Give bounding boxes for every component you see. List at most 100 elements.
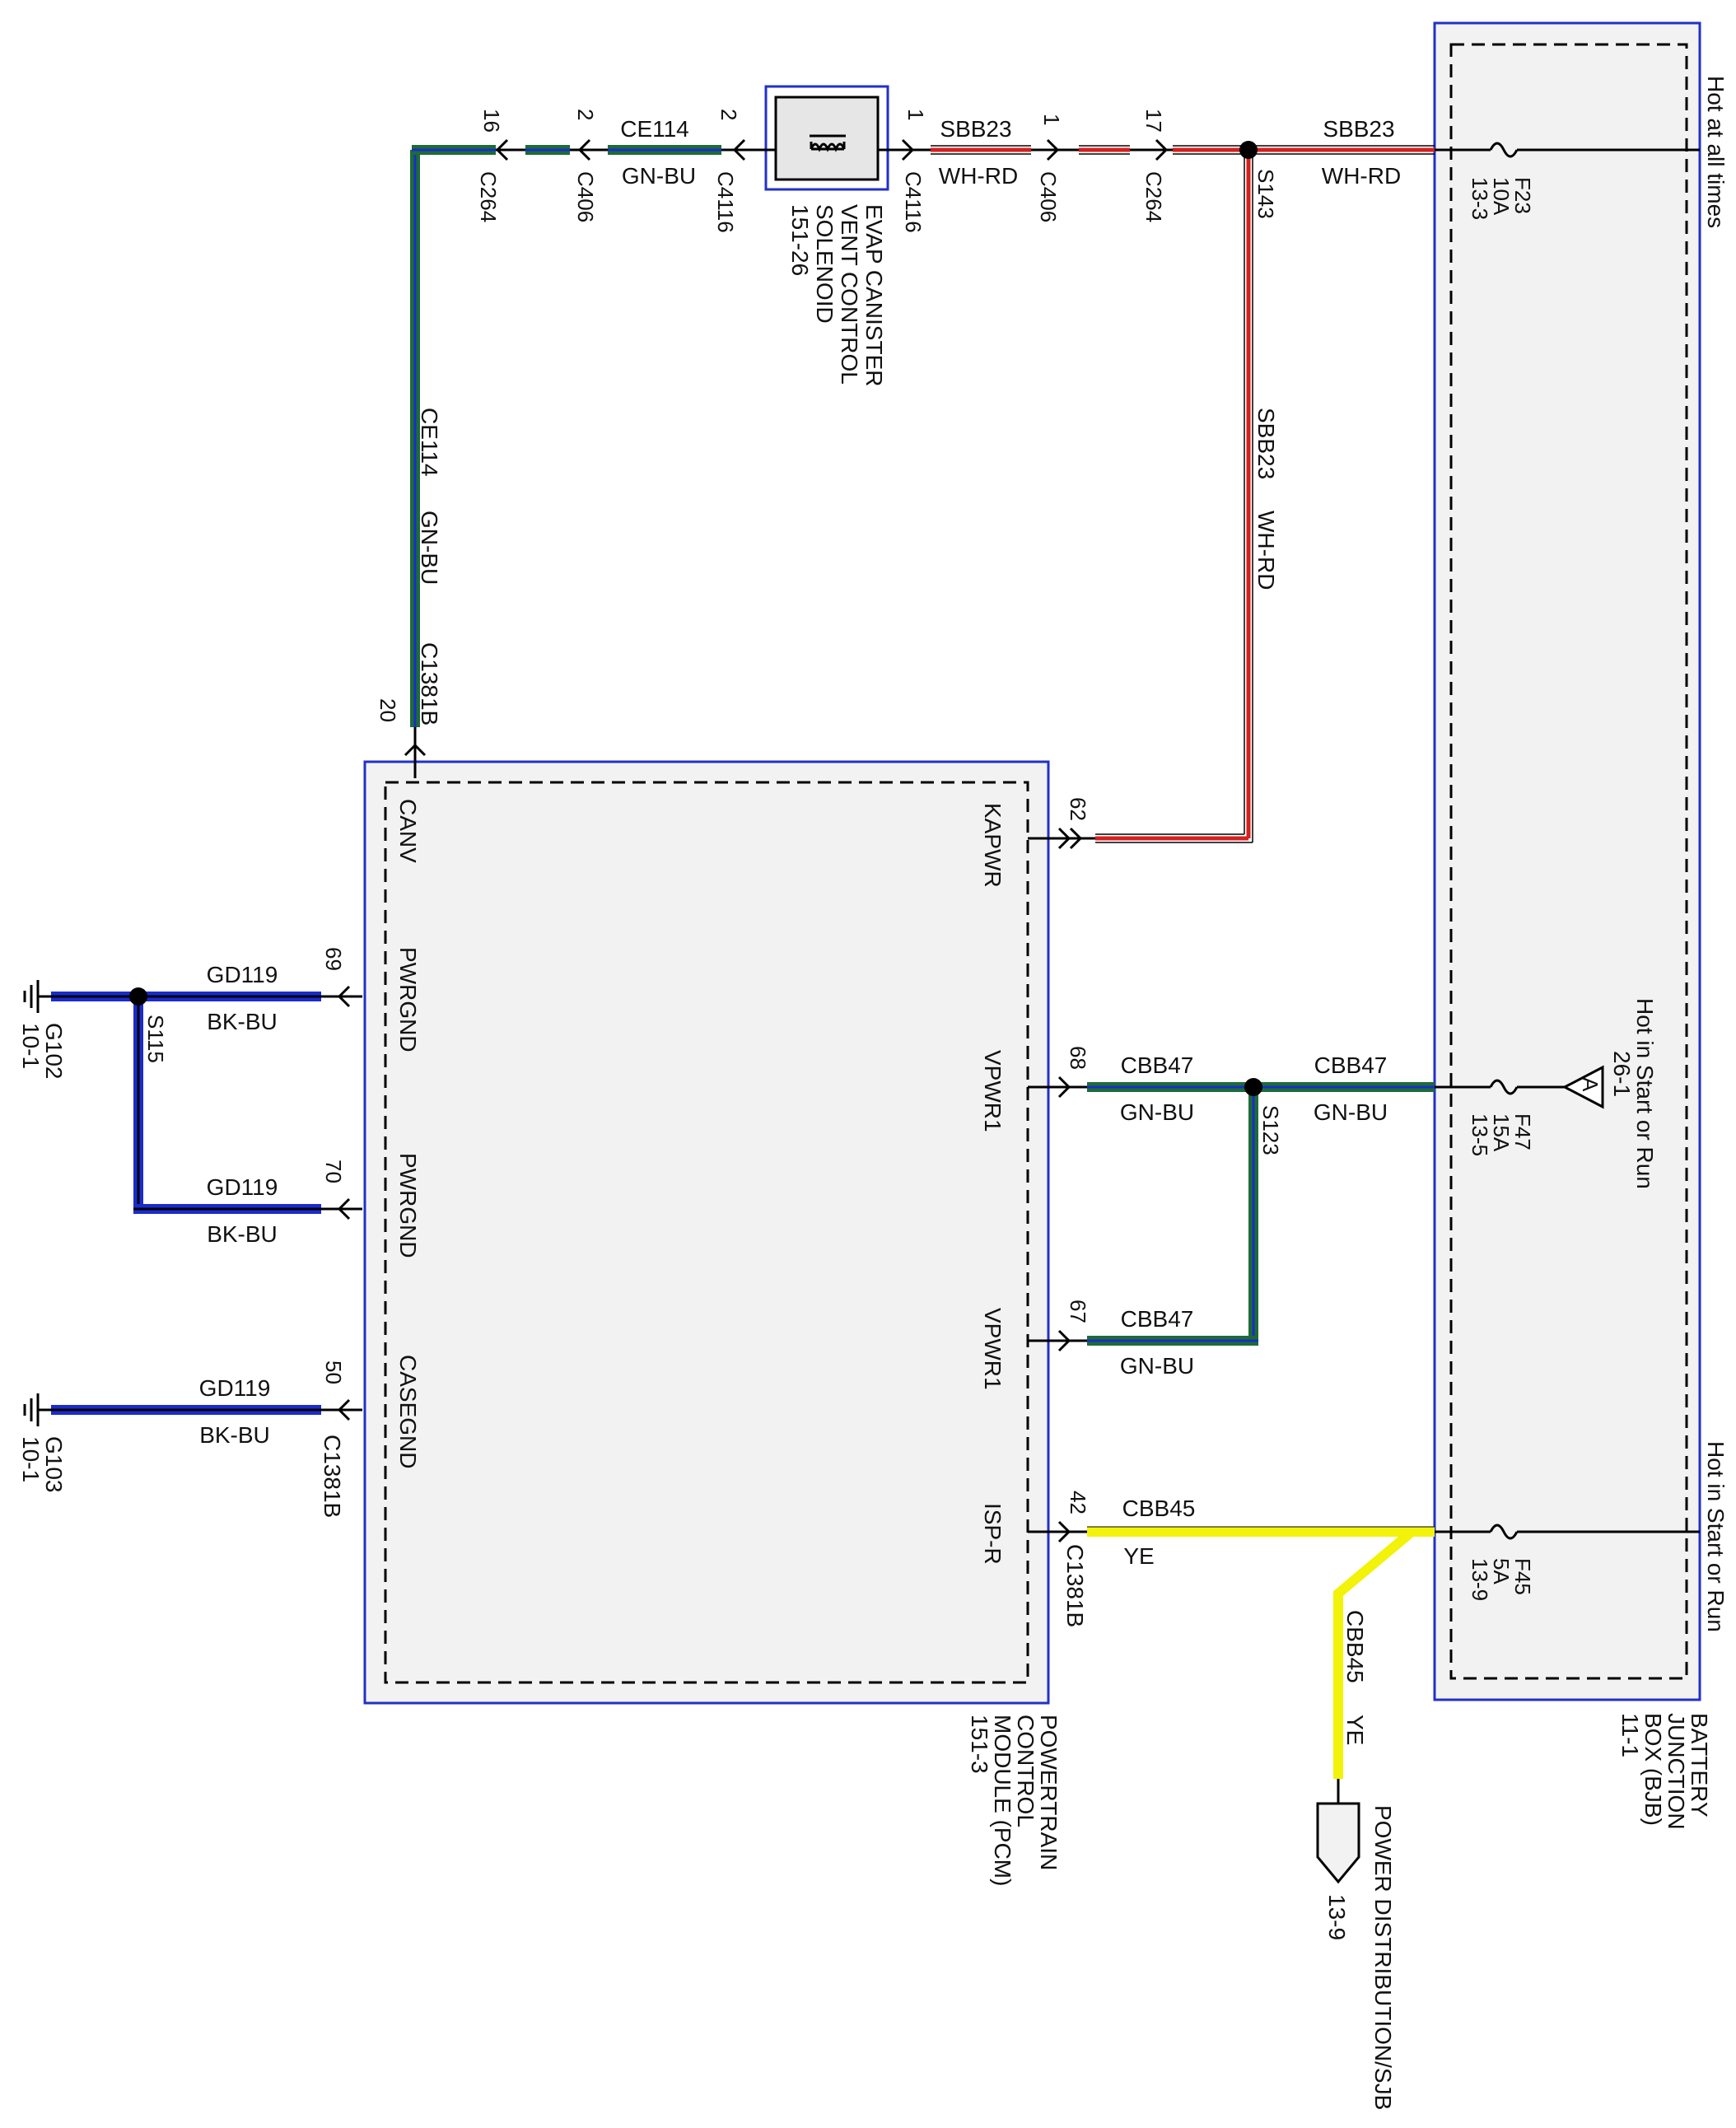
label-sbb23-vert-name: SBB23 <box>1253 408 1279 479</box>
pcm-pin-pwrgnd-2: PWRGND <box>395 1153 421 1258</box>
label-cbb45-v-name: CBB45 <box>1342 1610 1368 1683</box>
connector-arrows-left <box>337 985 351 1421</box>
label-ce114-vert-color: GN-BU <box>417 511 442 585</box>
ground-g102-name: G102 <box>41 1023 67 1080</box>
connector-arrows-right <box>1057 827 1083 1543</box>
ground-g103-ref: 10-1 <box>18 1436 44 1482</box>
hot-at-all-times-label: Hot at all times <box>1703 76 1729 228</box>
power-distribution-connector-icon <box>1316 1802 1360 1884</box>
fuse-f23-ref: 13-3 <box>1468 177 1492 220</box>
pin-c4116-2: 2 <box>716 109 741 120</box>
label-cbb45-v-color: YE <box>1342 1715 1368 1745</box>
connector-c264-a: C264 <box>476 171 501 222</box>
pcm-pin-isp-r: ISP-R <box>980 1503 1006 1565</box>
pcm-pin-kapwr: KAPWR <box>980 803 1006 888</box>
label-gd119-a-name: GD119 <box>207 962 278 987</box>
pcm-pin-vpwr1-a: VPWR1 <box>980 1050 1006 1132</box>
splice-s143-dot <box>1239 141 1258 159</box>
evap-solenoid <box>764 85 889 191</box>
pin-50: 50 <box>321 1360 346 1384</box>
pin-c264-17: 17 <box>1141 109 1166 133</box>
ground-g103-name: G103 <box>41 1436 67 1493</box>
pcm-pin-canv: CANV <box>395 799 421 863</box>
pin-70: 70 <box>321 1160 346 1183</box>
coil-icon <box>810 134 846 152</box>
fuse-f23-name: F23 <box>1510 177 1535 214</box>
label-sbb23-vert-color: WH-RD <box>1253 511 1279 590</box>
connector-c4116-a: C4116 <box>713 171 738 233</box>
label-sbb23-right-color: WH-RD <box>1322 163 1401 189</box>
connector-c1381b-top: C1381B <box>417 642 442 726</box>
label-cbb45-h-color: YE <box>1123 1543 1154 1569</box>
connector-c406-b: C406 <box>1036 171 1061 222</box>
wire-hot-start-run-a <box>1435 1065 1604 1109</box>
label-gd119-c-color: BK-BU <box>199 1422 270 1448</box>
pin-42: 42 <box>1066 1491 1090 1514</box>
fuse-f45-icon <box>1489 1524 1519 1540</box>
connector-c4116-b: C4116 <box>901 171 926 233</box>
pcm-pin-pwrgnd-1: PWRGND <box>395 947 421 1052</box>
pcm-label-line2: CONTROL <box>1013 1715 1038 1827</box>
fuse-f45-ref: 13-9 <box>1468 1558 1492 1601</box>
fuse-f23-icon <box>1489 142 1519 158</box>
pin-20: 20 <box>376 698 400 722</box>
label-cbb45-h-name: CBB45 <box>1122 1496 1196 1521</box>
wire-sbb23 <box>878 145 1435 843</box>
splice-s123-dot <box>1244 1078 1262 1096</box>
label-cbb47-b-name: CBB47 <box>1314 1052 1388 1078</box>
wire-cbb45 <box>1028 1526 1435 1804</box>
label-sbb23-left-color: WH-RD <box>939 163 1018 189</box>
splice-s115-dot <box>129 987 147 1006</box>
pcm-pin-casegnd: CASEGND <box>395 1355 421 1468</box>
label-gd119-b-name: GD119 <box>207 1174 278 1200</box>
fuse-f45-name: F45 <box>1510 1558 1535 1595</box>
connector-c264-b: C264 <box>1141 171 1166 222</box>
wire-ce114 <box>410 145 776 778</box>
pcm-module <box>363 760 1050 1705</box>
connector-c1381b-case: C1381B <box>320 1435 345 1518</box>
label-cbb47-a-color: GN-BU <box>1120 1099 1194 1125</box>
label-gd119-a-color: BK-BU <box>207 1009 278 1034</box>
pin-c406-2: 2 <box>573 109 598 120</box>
power-distribution-ref: 13-9 <box>1324 1894 1350 1940</box>
bjb-label-line4: 11-1 <box>1617 1713 1643 1757</box>
triangle-marker-icon <box>1561 1065 1604 1109</box>
pin-69: 69 <box>321 947 346 971</box>
label-ce114-top-color: GN-BU <box>622 163 696 189</box>
pin-c4116-1: 1 <box>903 109 928 120</box>
evap-label-line3: SOLENOID <box>812 204 838 324</box>
hot-start-run-b-label: Hot in Start or Run <box>1703 1441 1729 1632</box>
hot-start-run-a-label: Hot in Start or Run <box>1632 998 1658 1189</box>
ground-g102-icon <box>23 980 51 1013</box>
ground-g102-ref: 10-1 <box>18 1023 44 1069</box>
bjb-label-line2: JUNCTION <box>1664 1713 1689 1830</box>
fuse-f47-icon <box>1489 1079 1519 1095</box>
pin-67: 67 <box>1066 1300 1090 1323</box>
label-sbb23-right-name: SBB23 <box>1323 116 1394 142</box>
splice-s143: S143 <box>1253 169 1278 219</box>
connector-c1381b-isp: C1381B <box>1062 1544 1088 1627</box>
label-cbb47-b-color: GN-BU <box>1314 1099 1388 1125</box>
fuse-f23-rating: 10A <box>1489 177 1514 216</box>
label-sbb23-left-name: SBB23 <box>940 116 1011 142</box>
pcm-pin-vpwr1-b: VPWR1 <box>980 1308 1006 1390</box>
connector-c406-a: C406 <box>573 171 598 222</box>
label-cbb47-c-color: GN-BU <box>1120 1353 1194 1379</box>
bjb-label-line1: BATTERY <box>1687 1713 1712 1818</box>
splice-s123: S123 <box>1258 1105 1283 1155</box>
fuse-f45-rating: 5A <box>1489 1558 1514 1584</box>
evap-label-line2: VENT CONTROL <box>837 204 862 385</box>
bjb-module <box>1433 21 1701 1701</box>
pin-c264-16: 16 <box>479 109 504 133</box>
pcm-label-line4: 151-3 <box>967 1715 992 1774</box>
fuse-f47-ref: 13-5 <box>1468 1113 1492 1156</box>
evap-label-line1: EVAP CANISTER <box>861 204 887 386</box>
hot-start-run-a-ref: 26-1 <box>1609 1051 1635 1097</box>
pin-c406-1: 1 <box>1039 114 1064 125</box>
splice-s115: S115 <box>143 1015 168 1063</box>
pin-68: 68 <box>1066 1046 1090 1070</box>
wire-gd119 <box>51 992 362 1415</box>
hot-start-run-a-marker: A <box>1578 1077 1603 1092</box>
bjb-label-line3: BOX (BJB) <box>1640 1713 1666 1826</box>
